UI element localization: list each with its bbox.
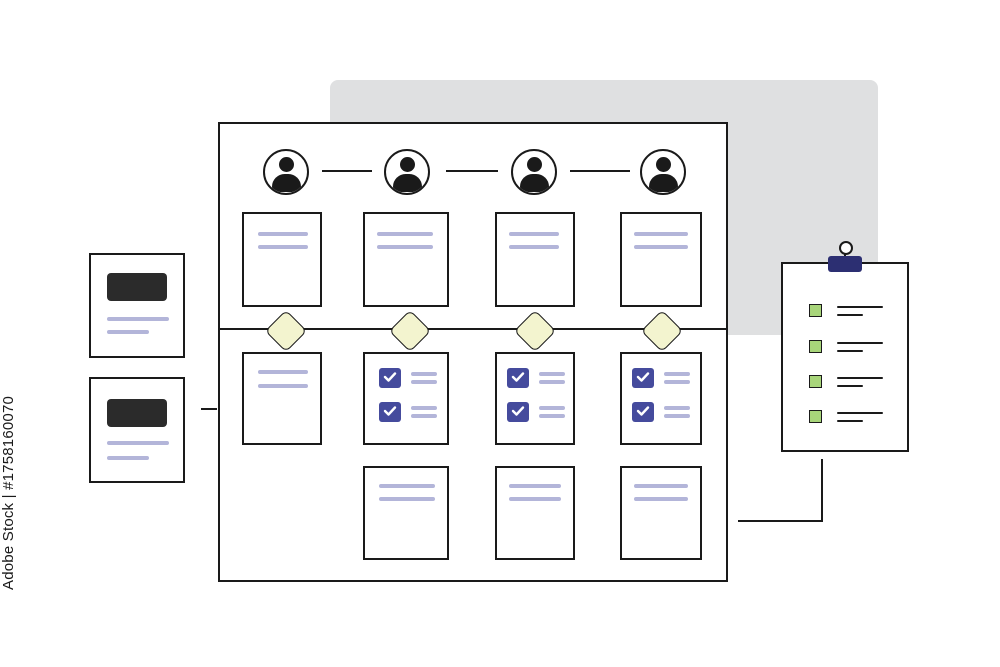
- clipboard-ring-icon: [839, 241, 853, 255]
- avatar-connector: [570, 170, 630, 172]
- user-avatar-icon: [640, 149, 686, 195]
- checkbox-checked-icon: [632, 402, 654, 422]
- checkbox-checked-icon: [507, 368, 529, 388]
- task-card: [495, 466, 575, 560]
- clipboard-connector: [821, 459, 823, 521]
- task-card: [620, 212, 702, 307]
- task-card: [363, 466, 449, 560]
- document-icon: [89, 377, 185, 483]
- user-avatar-icon: [263, 149, 309, 195]
- checkbox-icon: [809, 340, 822, 353]
- board-divider: [218, 328, 728, 330]
- clipboard-connector: [738, 520, 823, 522]
- user-avatar-icon: [511, 149, 557, 195]
- checkbox-checked-icon: [632, 368, 654, 388]
- document-connector: [201, 408, 217, 410]
- task-card: [620, 466, 702, 560]
- checklist-card: [620, 352, 702, 445]
- document-icon: [89, 253, 185, 358]
- checklist-card: [495, 352, 575, 445]
- task-card: [242, 352, 322, 445]
- task-card: [495, 212, 575, 307]
- checkbox-checked-icon: [379, 368, 401, 388]
- avatar-connector: [446, 170, 498, 172]
- checkbox-icon: [809, 410, 822, 423]
- user-avatar-icon: [384, 149, 430, 195]
- clipboard-icon: [781, 262, 909, 452]
- checkbox-icon: [809, 304, 822, 317]
- clipboard-clip-icon: [828, 256, 862, 272]
- checkbox-checked-icon: [379, 402, 401, 422]
- checkbox-icon: [809, 375, 822, 388]
- avatar-connector: [322, 170, 372, 172]
- stock-id-text: Adobe Stock | #1758160070: [0, 395, 17, 590]
- checkbox-checked-icon: [507, 402, 529, 422]
- checklist-card: [363, 352, 449, 445]
- task-card: [363, 212, 449, 307]
- task-card: [242, 212, 322, 307]
